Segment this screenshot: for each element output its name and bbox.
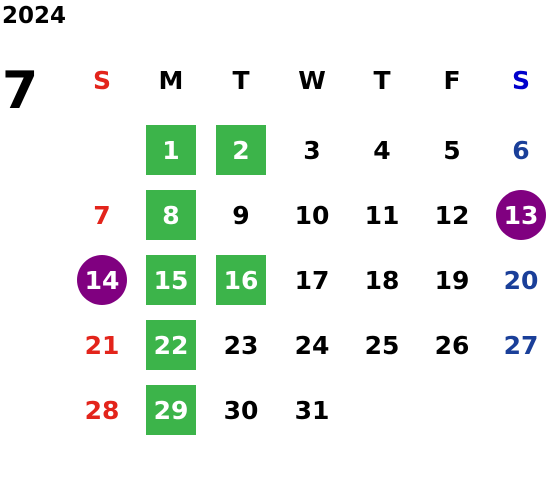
month-number: 7 xyxy=(2,61,39,121)
day-cell-30[interactable]: 30 xyxy=(223,395,259,425)
day-cell-21[interactable]: 21 xyxy=(84,330,120,360)
weekday-header-sunday: S xyxy=(92,65,111,95)
weekday-header-thursday: T xyxy=(373,65,391,95)
day-cell-7[interactable]: 7 xyxy=(93,200,111,230)
day-cell-11[interactable]: 11 xyxy=(364,200,400,230)
day-cell-1[interactable]: 1 xyxy=(146,125,196,175)
day-cell-19[interactable]: 19 xyxy=(434,265,470,295)
year-label: 2024 xyxy=(2,3,67,29)
day-cell-23[interactable]: 23 xyxy=(223,330,259,360)
day-cell-31[interactable]: 31 xyxy=(294,395,330,425)
weekday-header-saturday: S xyxy=(511,65,530,95)
day-cell-16[interactable]: 16 xyxy=(216,255,266,305)
day-cell-26[interactable]: 26 xyxy=(434,330,470,360)
weekday-header-wednesday: W xyxy=(298,65,326,95)
day-cell-24[interactable]: 24 xyxy=(294,330,330,360)
day-cell-10[interactable]: 10 xyxy=(294,200,330,230)
day-cell-9[interactable]: 9 xyxy=(232,200,250,230)
day-cell-22[interactable]: 22 xyxy=(146,320,196,370)
day-cell-6[interactable]: 6 xyxy=(512,135,530,165)
day-cell-15[interactable]: 15 xyxy=(146,255,196,305)
day-cell-4[interactable]: 4 xyxy=(373,135,391,165)
day-cell-2[interactable]: 2 xyxy=(216,125,266,175)
weekday-header-friday: F xyxy=(443,65,461,95)
day-cell-13[interactable]: 13 xyxy=(496,190,546,240)
weekday-header-monday: M xyxy=(158,65,184,95)
day-cell-17[interactable]: 17 xyxy=(294,265,330,295)
day-cell-12[interactable]: 12 xyxy=(434,200,470,230)
day-cell-27[interactable]: 27 xyxy=(503,330,539,360)
day-cell-14[interactable]: 14 xyxy=(77,255,127,305)
day-cell-20[interactable]: 20 xyxy=(503,265,539,295)
weekday-header-tuesday: T xyxy=(232,65,250,95)
day-cell-3[interactable]: 3 xyxy=(303,135,321,165)
day-cell-5[interactable]: 5 xyxy=(443,135,461,165)
day-cell-25[interactable]: 25 xyxy=(364,330,400,360)
day-cell-18[interactable]: 18 xyxy=(364,265,400,295)
day-cell-28[interactable]: 28 xyxy=(84,395,120,425)
day-cell-8[interactable]: 8 xyxy=(146,190,196,240)
day-cell-29[interactable]: 29 xyxy=(146,385,196,435)
